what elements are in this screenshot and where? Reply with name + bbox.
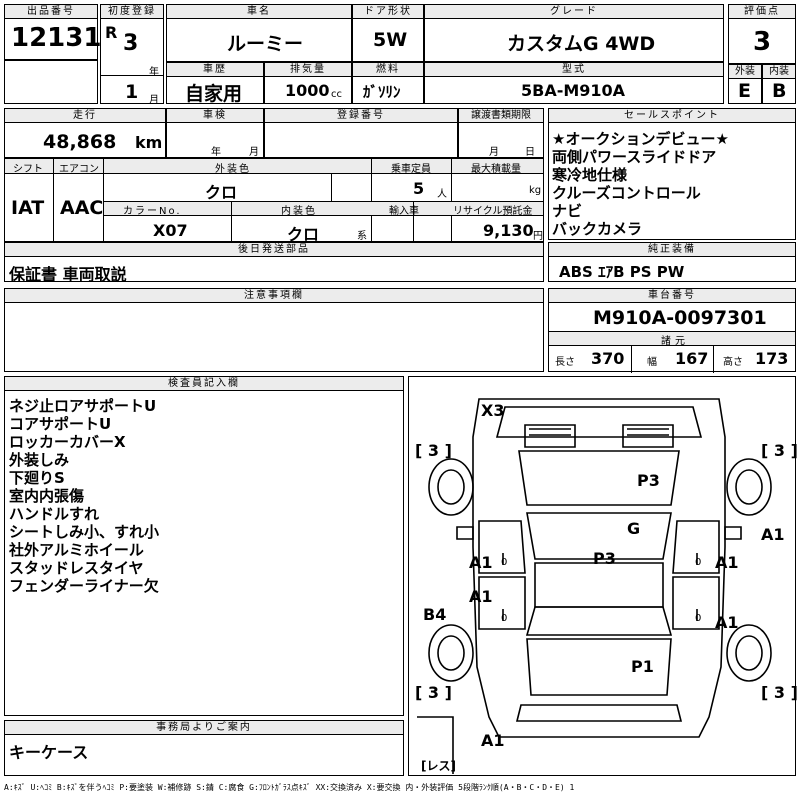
spare-tire: [レス] (421, 759, 456, 773)
lot-no-box: 出品番号 12131 (4, 4, 102, 60)
mileage: 48,868 (43, 131, 117, 153)
sales-point-list: ★オークションデビュー★ 両側パワースライドドア 寒冷地仕様 クルーズコントロー… (552, 130, 729, 238)
damage-diagram-box: X3 P3 G P3 A1 A1 A1 A1 A1 B4 P1 A1 0 0 0… (408, 376, 798, 776)
mark-a1-rear: A1 (481, 731, 505, 750)
mark-b4: B4 (423, 605, 447, 624)
inspector-box: 検査員記入欄 ネジ止ロアサポートU コアサポートU ロッカーカバーX 外装しみ … (4, 376, 404, 716)
score: 3 (753, 27, 772, 57)
mark-g: G (627, 519, 641, 538)
car-name-box: 車名 ルーミー (166, 4, 352, 62)
fuel-box: 燃料 ｶﾞｿﾘﾝ (352, 62, 424, 104)
mark-a1-front-right: A1 (715, 553, 739, 572)
inspection-box: 車検 年 月 (166, 108, 264, 158)
later-parts-box: 後日発送部品 保証書 車両取説 (4, 242, 544, 284)
mileage-box: 走行 48,868 km (4, 108, 166, 158)
legend: A:ｷｽﾞ U:ﾍｺﾐ B:ｷｽﾞを伴うﾍｺﾐ P:要塗装 W:補修跡 S:錆 … (4, 783, 575, 792)
displacement-box: 排気量 1000 cc (264, 62, 352, 104)
grade: カスタムG 4WD (507, 33, 656, 55)
mark-a1-front-left: A1 (469, 553, 493, 572)
spec-grid-box: シフト エアコン 外装色 乗車定員 最大積載量 カラーNo. 内装色 輸入車 リ… (4, 158, 544, 244)
mark-a1-right-fender: A1 (761, 525, 785, 544)
score-box: 評価点 3 (728, 4, 796, 64)
sales-point-box: セールスポイント ★オークションデビュー★ 両側パワースライドドア 寒冷地仕様 … (548, 108, 796, 240)
lot-no-empty-box (4, 60, 98, 104)
reg-no-box: 登録番号 (264, 108, 458, 158)
mark-p3-hood: P3 (637, 471, 660, 490)
car-name: ルーミー (227, 33, 304, 55)
car-outline-diagram (417, 398, 772, 774)
mark-a1-rear-left: A1 (469, 587, 493, 606)
tire-rear-left: [ 3 ] (415, 683, 452, 702)
mark-x3: X3 (481, 401, 505, 420)
tire-front-left: [ 3 ] (415, 441, 452, 460)
mark-p3-roof: P3 (593, 549, 616, 568)
notes-box: 注意事項欄 (4, 288, 544, 372)
int-grade-box: 内装 B (762, 64, 796, 104)
lot-no: 12131 (11, 23, 102, 53)
car-history-box: 車歴 自家用 (166, 62, 264, 105)
mark-p1: P1 (631, 657, 654, 676)
transfer-doc-box: 譲渡書類期限 月 日 (458, 108, 544, 158)
grade-box: グレード カスタムG 4WD (424, 4, 724, 62)
inspector-note-list: ネジ止ロアサポートU コアサポートU ロッカーカバーX 外装しみ 下廻りS 室内… (9, 397, 160, 595)
chassis-box: 車台番号 M910A-0097301 諸元 長さ 370 幅 167 高さ 17… (548, 288, 796, 373)
mark-a1-rear-right: A1 (715, 613, 739, 632)
ext-grade-box: 外装 E (728, 64, 762, 104)
first-reg-box: 初度登録 R 3 年 1 月 (100, 4, 164, 106)
tire-rear-right: [ 3 ] (761, 683, 798, 702)
genuine-equip-box: 純正装備 ABS ｴｱB PS PW (548, 242, 796, 282)
chassis-no: M910A-0097301 (593, 307, 767, 329)
model-box: 型式 5BA-M910A (424, 62, 724, 104)
door-box: ドア形状 5W (352, 4, 424, 62)
tire-front-right: [ 3 ] (761, 441, 798, 460)
office-box: 事務局よりご案内 キーケース (4, 720, 404, 776)
